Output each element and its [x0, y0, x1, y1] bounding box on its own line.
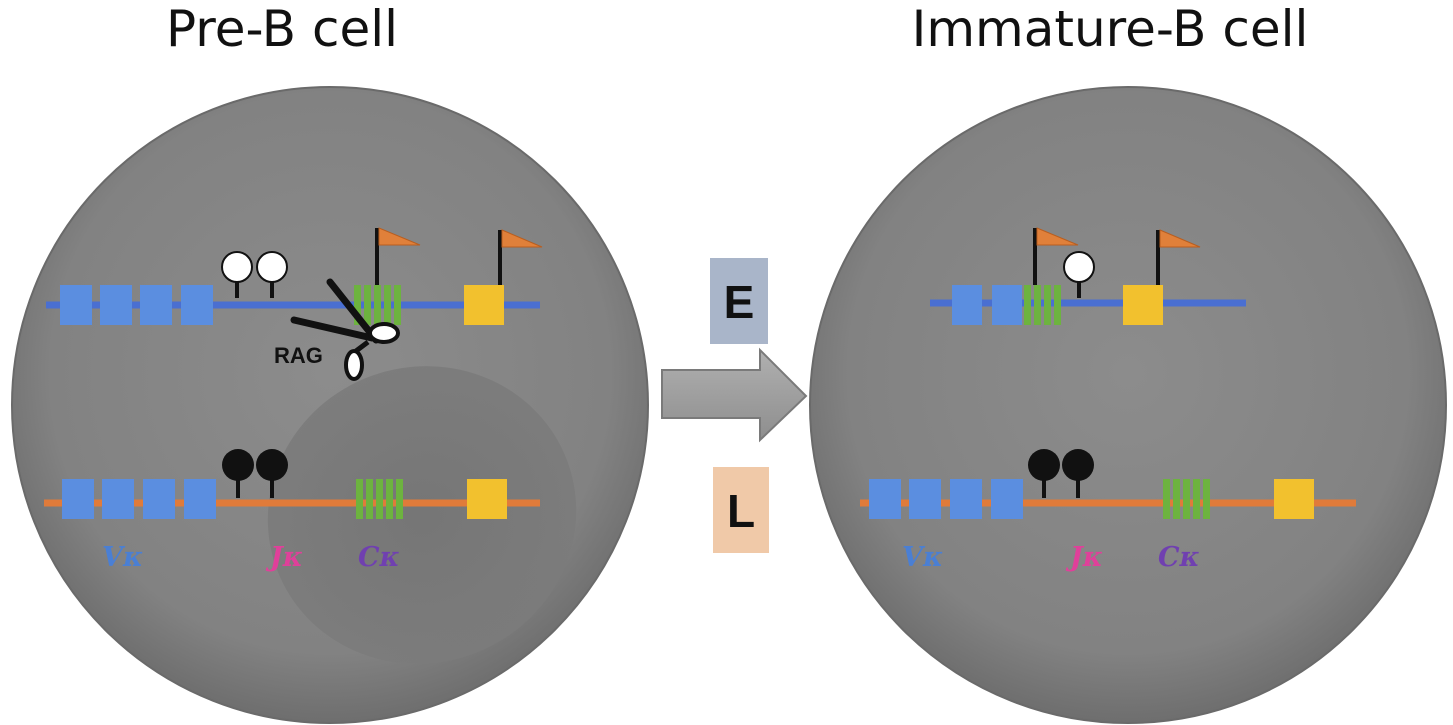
c-segment — [1274, 479, 1314, 519]
orange-allele — [860, 449, 1356, 519]
orange-allele — [44, 449, 540, 519]
v-segment — [991, 479, 1023, 519]
j-segment — [376, 479, 383, 519]
pre-b-cell: RAG Vκ Jκ Cκ — [11, 86, 649, 724]
filled-lollipop-icon — [256, 449, 288, 498]
open-lollipop-icon — [1063, 251, 1095, 298]
e-box-label: E — [724, 276, 755, 328]
l-box — [713, 467, 769, 553]
j-segment — [1203, 479, 1210, 519]
v-segment — [950, 479, 982, 519]
open-lollipop-icon — [221, 251, 253, 298]
j-kappa-label: Jκ — [265, 542, 303, 573]
j-segment — [396, 479, 403, 519]
v-segment — [909, 479, 941, 519]
c-kappa-label: Cκ — [358, 542, 400, 573]
c-segment — [1123, 285, 1163, 325]
j-segment — [1183, 479, 1190, 519]
l-box-label: L — [727, 485, 755, 537]
j-segment — [1024, 285, 1031, 325]
v-kappa-label: Vκ — [902, 542, 943, 573]
blue-allele — [46, 227, 543, 325]
c-segment — [467, 479, 507, 519]
j-segment — [1193, 479, 1200, 519]
j-segment — [1163, 479, 1170, 519]
j-kappa-label: Jκ — [1065, 542, 1103, 573]
filled-lollipop-icon — [222, 449, 254, 498]
j-segment — [366, 479, 373, 519]
c-segment — [464, 285, 504, 325]
j-segment — [384, 285, 391, 325]
v-segment — [62, 479, 94, 519]
j-segment — [1054, 285, 1061, 325]
v-segment — [992, 285, 1022, 325]
v-kappa-label: Vκ — [102, 542, 143, 573]
j-segment — [364, 285, 371, 325]
immature-b-cell: Vκ Jκ Cκ — [809, 86, 1447, 724]
v-segment — [184, 479, 216, 519]
v-segment — [100, 285, 132, 325]
j-segment — [394, 285, 401, 325]
c-kappa-label: Cκ — [1158, 542, 1200, 573]
j-segment — [386, 479, 393, 519]
j-segment — [356, 479, 363, 519]
scissors-icon — [290, 278, 400, 381]
v-segment — [181, 285, 213, 325]
open-lollipop-icon — [256, 251, 288, 298]
v-segment — [869, 479, 901, 519]
left-title: Pre-B cell — [166, 0, 398, 58]
flag-icon — [1156, 229, 1201, 285]
rag-label: RAG — [274, 343, 323, 368]
v-segment — [102, 479, 134, 519]
cell-body — [809, 86, 1447, 724]
j-segment — [354, 285, 361, 325]
blue-allele-rearranged — [930, 227, 1246, 325]
flag-icon — [1033, 227, 1079, 285]
v-segment — [143, 479, 175, 519]
right-title: Immature-B cell — [912, 0, 1309, 58]
j-segment — [1173, 479, 1180, 519]
filled-lollipop-icon — [1028, 449, 1060, 498]
flag-icon — [498, 229, 543, 285]
j-segment — [1034, 285, 1041, 325]
v-segment — [60, 285, 92, 325]
flag-icon — [375, 227, 421, 285]
v-segment — [140, 285, 172, 325]
j-segment — [374, 285, 381, 325]
j-segment — [1044, 285, 1051, 325]
nucleus — [267, 366, 577, 664]
e-box — [710, 258, 768, 344]
v-segment — [952, 285, 982, 325]
filled-lollipop-icon — [1062, 449, 1094, 498]
right-arrow-icon — [661, 347, 808, 443]
